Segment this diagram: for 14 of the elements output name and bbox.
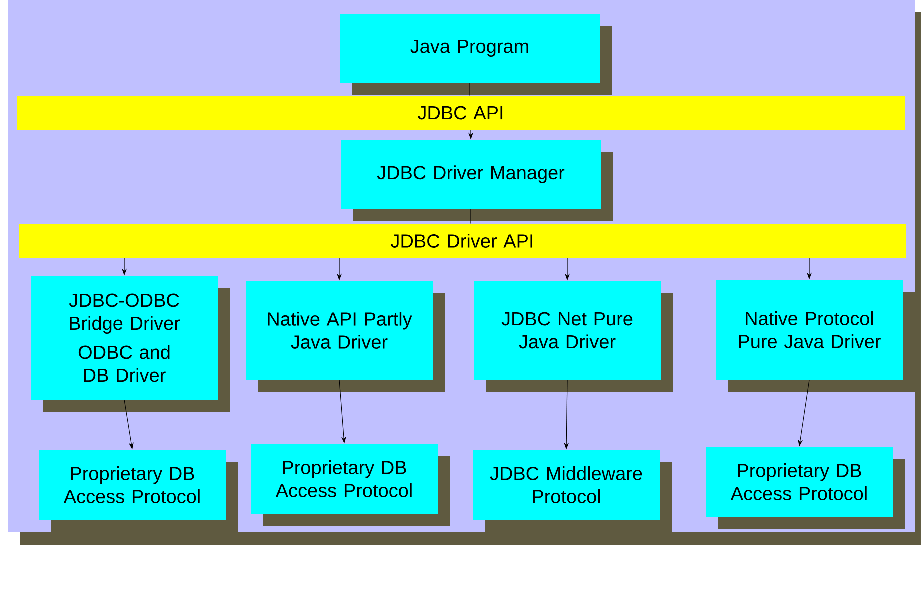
process-box: JDBC-ODBC Bridge Driver ODBC and DB Driver — [31, 276, 230, 412]
process-box: Proprietary DB Access Protocol — [39, 450, 238, 532]
node-label: Proprietary DB Access Protocol — [64, 466, 200, 504]
process-box: JDBC Middleware Protocol — [473, 450, 672, 532]
api-band: JDBC API — [17, 96, 905, 130]
node-label: JDBC Middleware Protocol — [490, 466, 642, 504]
process-box: Native Protocol Pure Java Driver — [716, 280, 915, 392]
process-box: JDBC Net Pure Java Driver — [474, 281, 673, 392]
process-box: Proprietary DB Access Protocol — [706, 447, 905, 529]
process-box: Native API Partly Java Driver — [246, 281, 445, 392]
process-box: Java Program — [340, 14, 612, 95]
process-box: JDBC Driver Manager — [341, 140, 613, 221]
process-box: Proprietary DB Access Protocol — [251, 444, 450, 526]
api-band: JDBC Driver API — [19, 224, 906, 258]
